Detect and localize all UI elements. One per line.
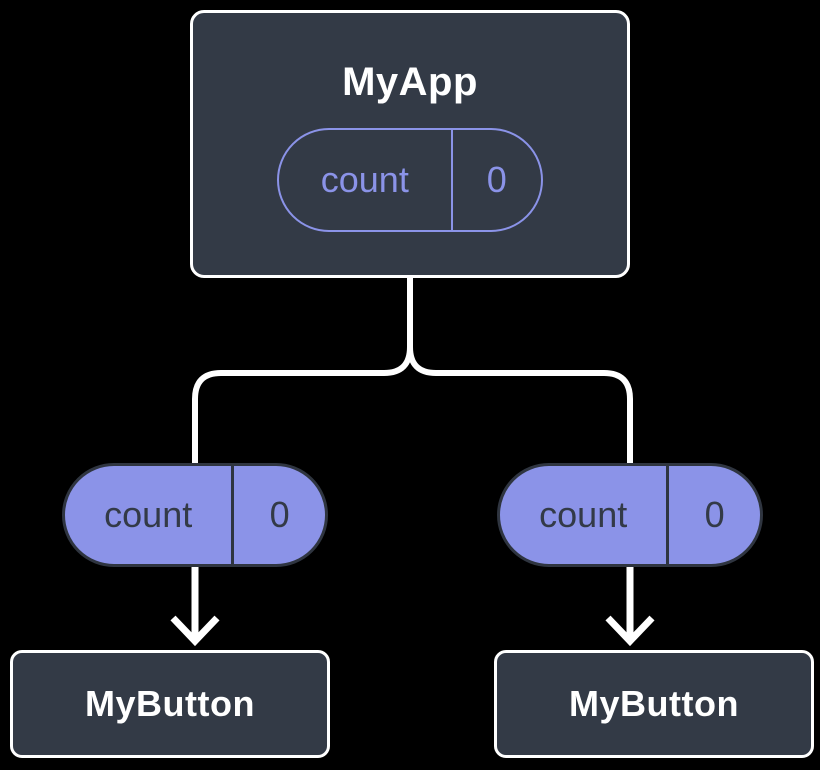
arrow-down-left-icon (170, 565, 220, 647)
arrow-down-right-icon (605, 565, 655, 647)
state-value: 0 (486, 159, 507, 200)
state-pill-child-right: count 0 (497, 463, 763, 567)
state-value: 0 (704, 494, 725, 535)
state-pill-root: count 0 (277, 128, 543, 232)
component-node-root: MyApp count 0 (190, 10, 630, 278)
state-name: count (500, 466, 670, 564)
component-title: MyApp (342, 60, 478, 104)
component-node-child-right: MyButton (494, 650, 814, 758)
state-name: count (279, 130, 453, 230)
state-value: 0 (269, 494, 290, 535)
state-name: count (65, 466, 235, 564)
state-pill-child-left: count 0 (62, 463, 328, 567)
fork-connector (192, 275, 633, 466)
component-node-child-left: MyButton (10, 650, 330, 758)
